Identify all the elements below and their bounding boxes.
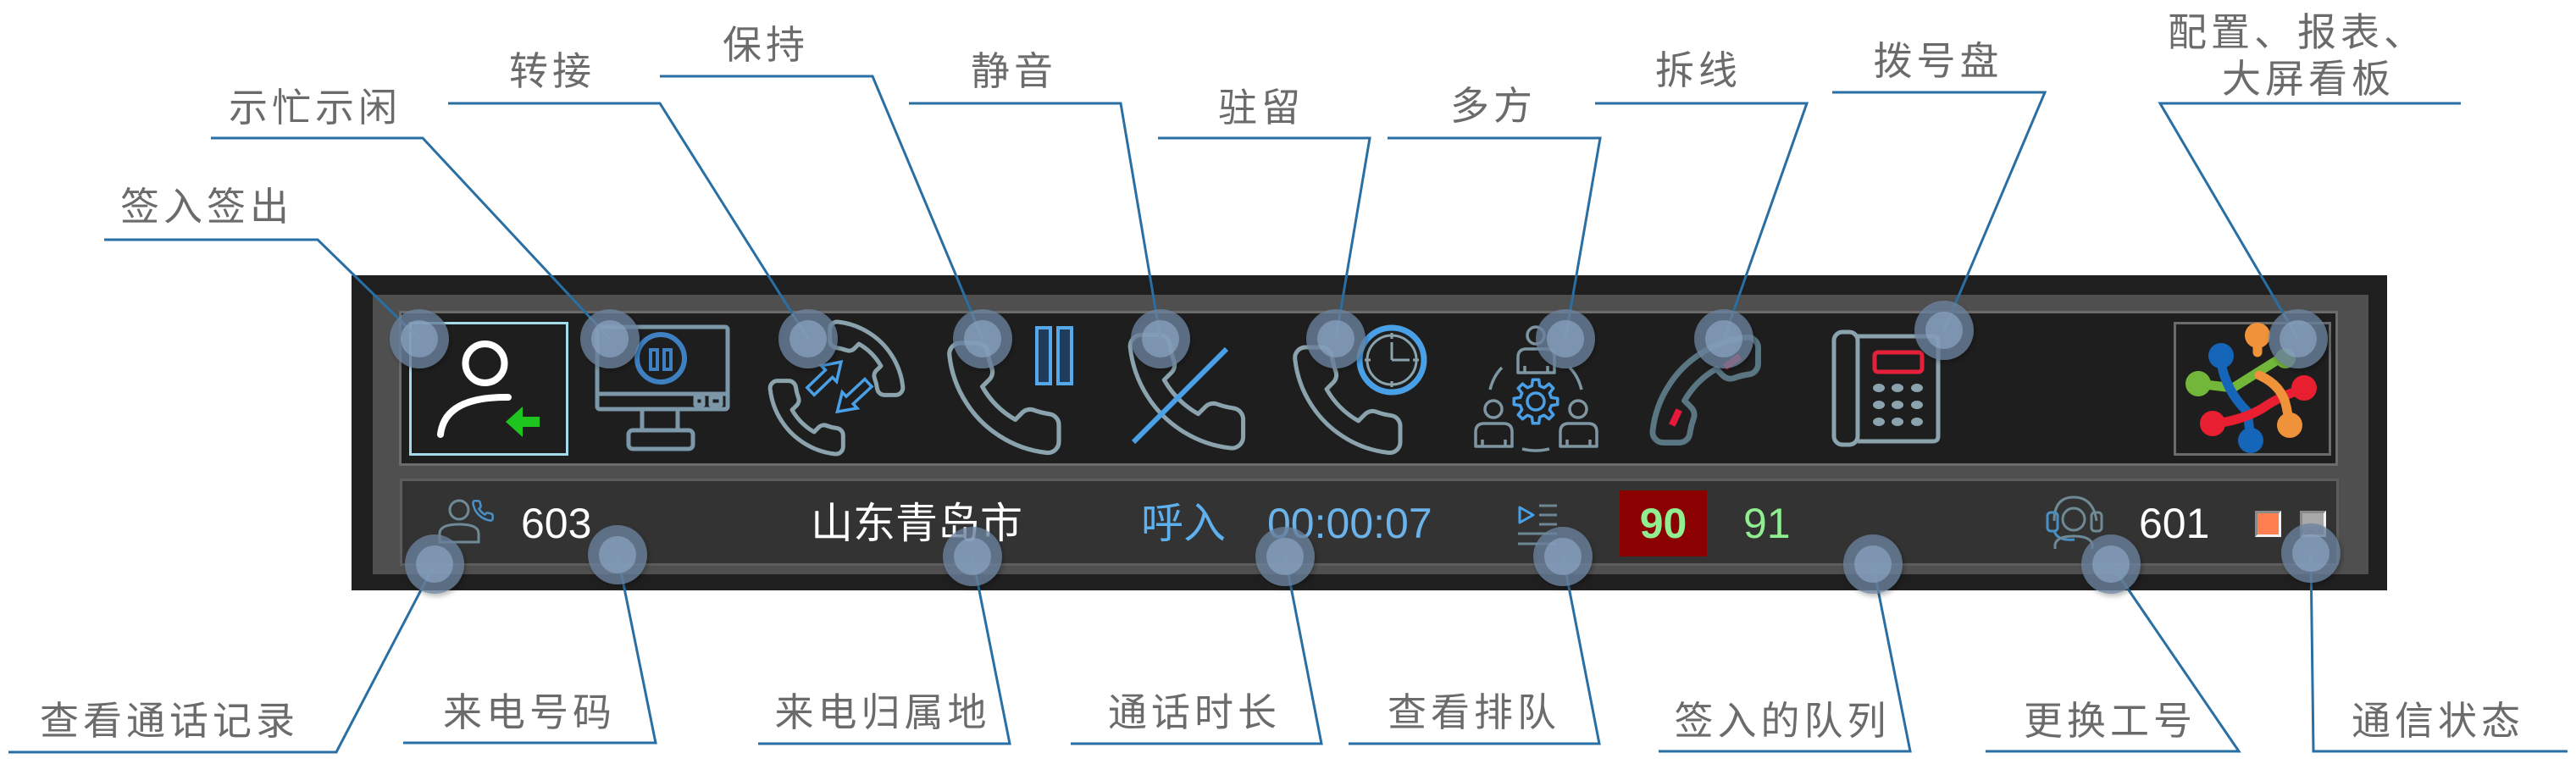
callout-caller-location: 来电归属地 <box>774 689 991 735</box>
callout-config-line2: 大屏看板 <box>2222 56 2395 102</box>
hang-up-button[interactable] <box>1648 322 1783 457</box>
busy-idle-button[interactable] <box>595 322 730 457</box>
phone-transfer-icon <box>767 322 902 457</box>
queue-list-icon <box>1518 504 1557 545</box>
monitor-pause-icon <box>595 324 730 451</box>
caller-location: 山东青岛市 <box>811 500 1022 547</box>
callout-sign-in-out: 签入签出 <box>120 184 293 230</box>
callout-change-agent: 更换工号 <box>2024 698 2197 744</box>
headset-agent-icon <box>2046 495 2103 549</box>
call-record-button[interactable] <box>437 498 496 545</box>
callout-dialpad: 拨号盘 <box>1873 38 2003 84</box>
callout-config-line1: 配置、报表、 <box>2168 9 2427 55</box>
callout-busy-idle: 示忙示闲 <box>229 85 402 130</box>
connection-indicator-active <box>2255 511 2281 537</box>
callout-connection-status: 通信状态 <box>2352 698 2524 744</box>
status-bar: 603 山东青岛市 呼入 00:00:07 90 91 <box>400 479 2339 566</box>
connection-indicator-inactive <box>2300 511 2326 537</box>
caller-number: 603 <box>521 500 592 547</box>
change-agent-button[interactable] <box>2044 494 2105 550</box>
callout-view-queue: 查看排队 <box>1388 689 1560 735</box>
callout-hold: 保持 <box>723 22 809 68</box>
callout-multi-party: 多方 <box>1450 83 1537 129</box>
callout-signed-queues: 签入的队列 <box>1674 698 1891 744</box>
dialpad-button[interactable] <box>1817 322 1953 457</box>
call-duration: 00:00:07 <box>1267 500 1432 547</box>
mute-button[interactable] <box>1122 322 1258 457</box>
queue-badge[interactable]: 91 <box>1743 500 1791 547</box>
hold-button[interactable] <box>945 322 1080 457</box>
sign-in-out-button[interactable] <box>409 322 568 456</box>
phone-park-clock-icon <box>1292 324 1427 457</box>
multi-party-button[interactable] <box>1470 322 1605 457</box>
callout-call-records: 查看通话记录 <box>40 698 299 744</box>
callout-transfer: 转接 <box>509 48 596 94</box>
callout-mute: 静音 <box>971 48 1057 94</box>
phone-mute-icon <box>1122 322 1258 457</box>
park-button[interactable] <box>1292 322 1427 457</box>
config-reports-dashboard-button[interactable] <box>2174 322 2331 456</box>
user-sign-in-icon <box>437 340 540 438</box>
callout-caller-number: 来电号码 <box>443 689 616 735</box>
callout-hang-up: 拆线 <box>1655 47 1742 93</box>
call-toolbar <box>399 311 2338 466</box>
queue-badge-active[interactable]: 90 <box>1620 490 1707 556</box>
desk-phone-dialpad-icon <box>1831 329 1941 447</box>
person-phone-icon <box>438 499 494 544</box>
transfer-button[interactable] <box>767 322 902 457</box>
view-queue-button[interactable] <box>1516 502 1559 546</box>
phone-hold-icon <box>945 326 1073 457</box>
call-direction: 呼入 <box>1141 500 1226 547</box>
conference-gear-icon <box>1474 325 1598 452</box>
agent-id[interactable]: 601 <box>2139 500 2210 547</box>
phone-hangup-icon <box>1648 322 1783 457</box>
callout-park: 驻留 <box>1218 85 1305 130</box>
pinwheel-logo-icon <box>2185 323 2317 453</box>
